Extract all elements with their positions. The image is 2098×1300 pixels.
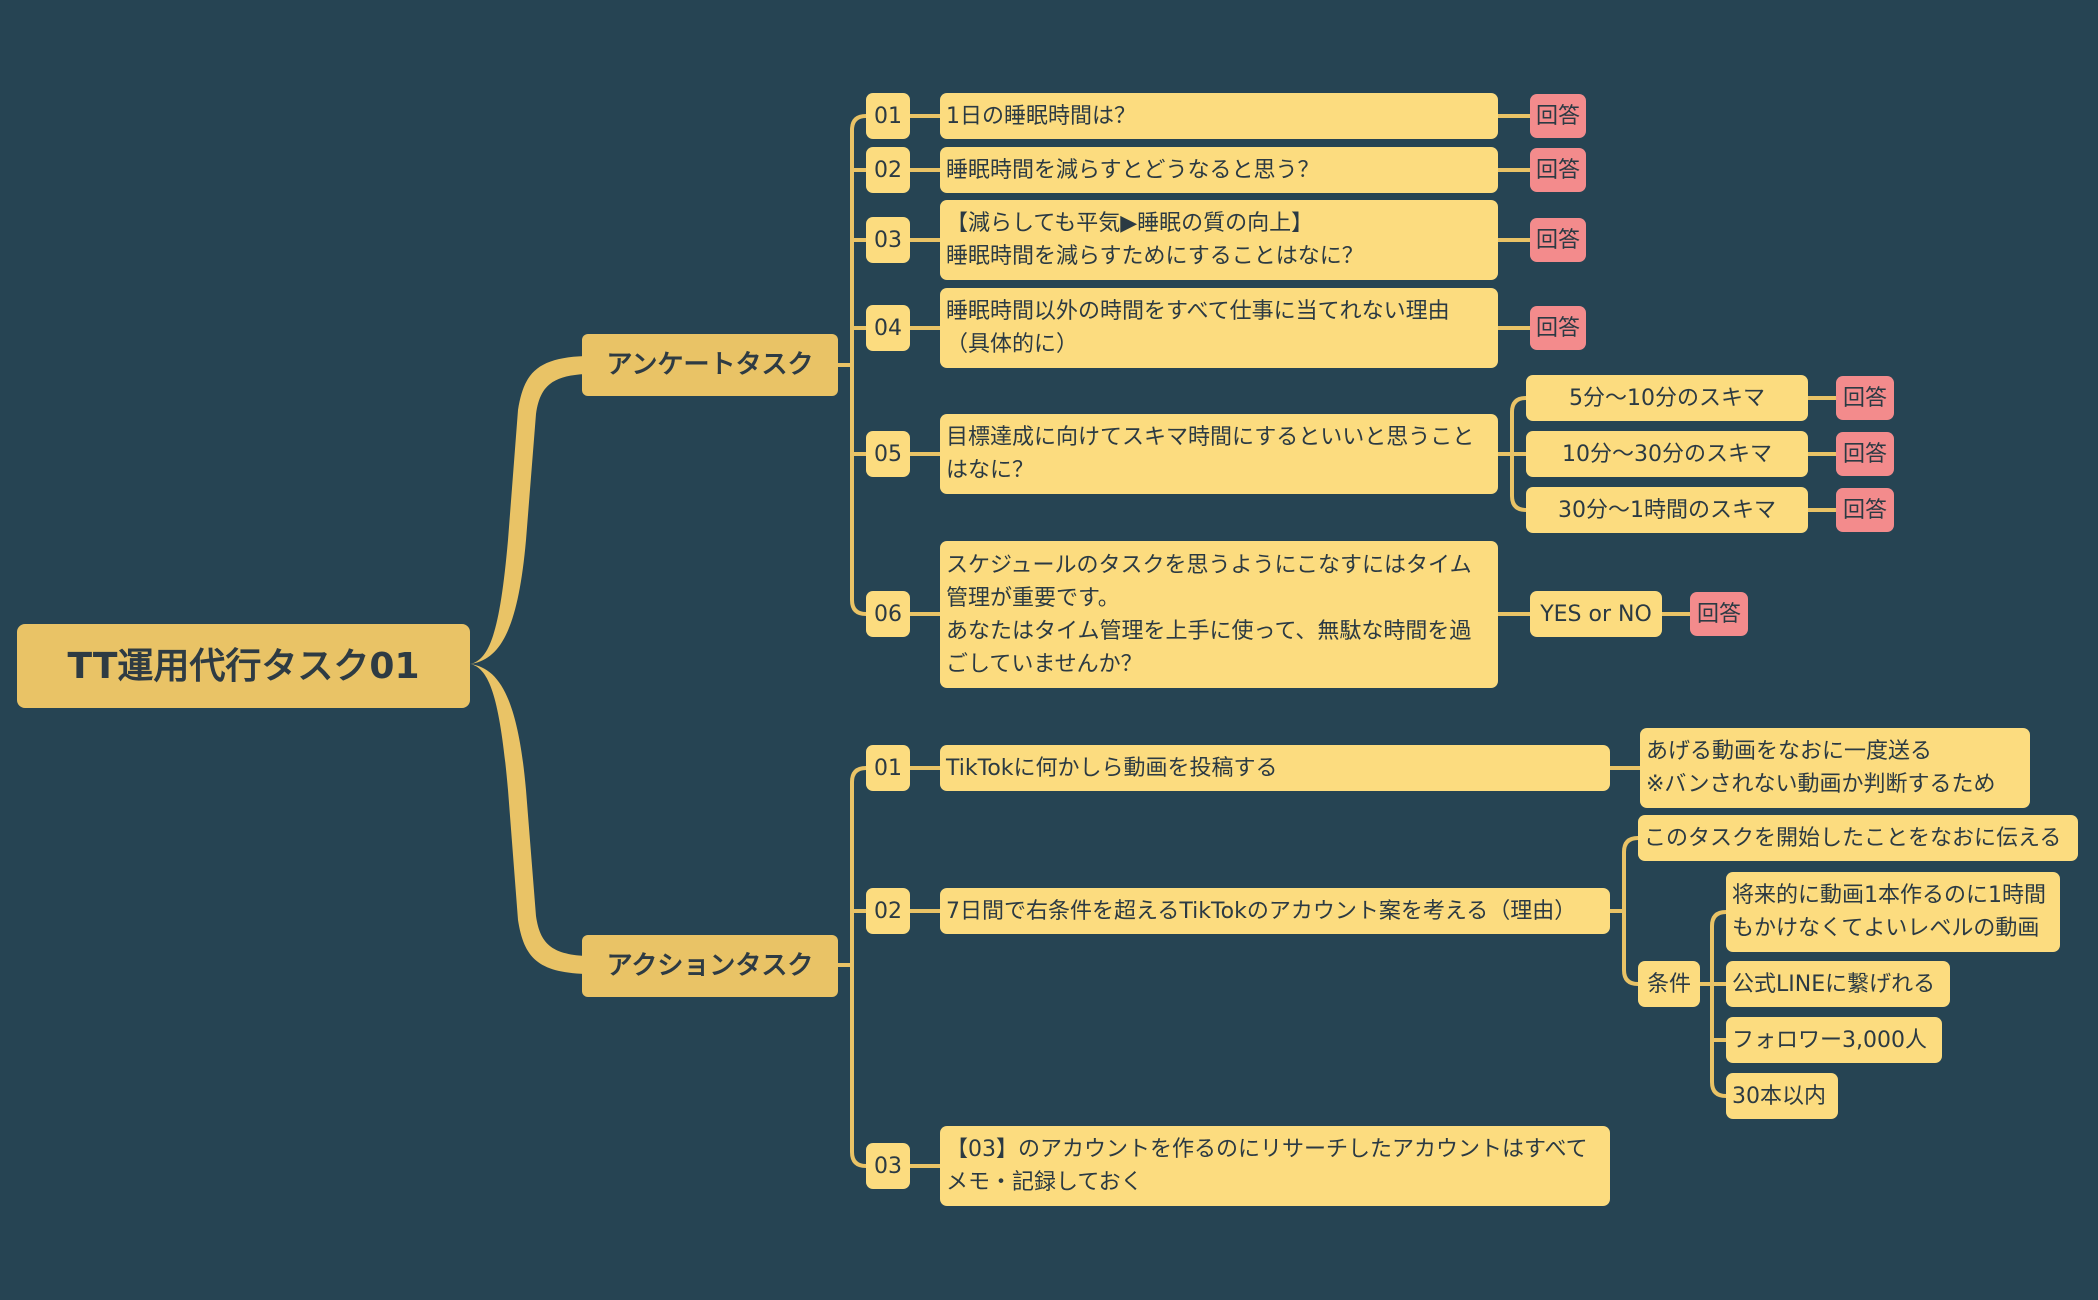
answer-label: 回答 — [1842, 441, 1887, 467]
action-01-note[interactable]: あげる動画をなおに一度送る ※バンされない動画か判断するため — [1640, 728, 2030, 808]
action-01-task[interactable]: TikTokに何かしら動画を投稿する — [940, 745, 1610, 791]
question-text-line: 睡眠時間を減らすためにすることはなに？ — [946, 244, 1364, 269]
root-topic[interactable]: TT運用代行タスク01 — [17, 624, 470, 708]
question-text-line: 目標達成に向けてスキマ時間にするといいと思うこと — [946, 425, 1475, 450]
survey-01-question[interactable]: 1日の睡眠時間は？ — [940, 93, 1498, 139]
task-text: TikTokに何かしら動画を投稿する — [946, 755, 1278, 781]
survey-05-sub-2-answer[interactable]: 回答 — [1836, 432, 1894, 476]
condition-video-time[interactable]: 将来的に動画1本作るのに1時間 もかけなくてよいレベルの動画 — [1726, 872, 2060, 952]
sub-label: 5分〜10分のスキマ — [1569, 385, 1765, 411]
survey-01-answer[interactable]: 回答 — [1530, 94, 1586, 138]
survey-03-question[interactable]: 【減らしても平気▶睡眠の質の向上】 睡眠時間を減らすためにすることはなに？ — [940, 200, 1498, 280]
survey-01-number[interactable]: 01 — [866, 93, 910, 139]
condition-text: 公式LINEに繋げれる — [1732, 971, 1936, 997]
number-label: 03 — [874, 227, 902, 253]
sub-label: 30分〜1時間のスキマ — [1558, 497, 1776, 523]
survey-06-number[interactable]: 06 — [866, 591, 910, 637]
survey-03-answer[interactable]: 回答 — [1530, 218, 1586, 262]
survey-02-answer[interactable]: 回答 — [1530, 148, 1586, 192]
question-text-line: 睡眠時間以外の時間をすべて仕事に当てれない理由 — [946, 299, 1450, 324]
number-label: 01 — [874, 103, 902, 129]
question-text-line: 【減らしても平気▶睡眠の質の向上】 — [946, 211, 1314, 236]
answer-label: 回答 — [1535, 103, 1580, 129]
survey-05-sub-gap-30-60[interactable]: 30分〜1時間のスキマ — [1526, 487, 1808, 533]
question-text-line: スケジュールのタスクを思うようにこなすにはタイム — [946, 552, 1472, 578]
branch-survey-tasks[interactable]: アンケートタスク — [582, 334, 838, 396]
task-text-line: 【03】のアカウントを作るのにリサーチしたアカウントはすべて — [946, 1137, 1588, 1162]
note-line: ※バンされない動画か判断するため — [1646, 772, 1996, 797]
task-text-line: メモ・記録しておく — [946, 1170, 1143, 1195]
survey-05-sub-gap-10-30[interactable]: 10分〜30分のスキマ — [1526, 431, 1808, 477]
condition-text: フォロワー3,000人 — [1732, 1027, 1927, 1053]
sub-label: YES or NO — [1540, 601, 1652, 627]
survey-02-number[interactable]: 02 — [866, 147, 910, 193]
condition-line: もかけなくてよいレベルの動画 — [1732, 916, 2040, 941]
action-03-task[interactable]: 【03】のアカウントを作るのにリサーチしたアカウントはすべて メモ・記録しておく — [940, 1126, 1610, 1206]
answer-label: 回答 — [1535, 227, 1580, 253]
action-02-note[interactable]: このタスクを開始したことをなおに伝える — [1638, 815, 2078, 861]
condition-followers[interactable]: フォロワー3,000人 — [1726, 1017, 1942, 1063]
condition-post-count[interactable]: 30本以内 — [1726, 1073, 1838, 1119]
survey-02-question[interactable]: 睡眠時間を減らすとどうなると思う？ — [940, 147, 1498, 193]
number-label: 01 — [874, 755, 902, 781]
sub-label: 10分〜30分のスキマ — [1562, 441, 1772, 467]
survey-06-question[interactable]: スケジュールのタスクを思うようにこなすにはタイム 管理が重要です。 あなたはタイ… — [940, 541, 1498, 688]
condition-text: 30本以内 — [1732, 1083, 1826, 1109]
number-label: 02 — [874, 157, 902, 183]
answer-label: 回答 — [1842, 385, 1887, 411]
answer-label: 回答 — [1535, 315, 1580, 341]
survey-06-answer[interactable]: 回答 — [1690, 592, 1748, 636]
number-label: 05 — [874, 441, 902, 467]
question-text: 睡眠時間を減らすとどうなると思う？ — [946, 157, 1320, 183]
number-label: 02 — [874, 898, 902, 924]
number-label: 03 — [874, 1153, 902, 1179]
survey-05-question[interactable]: 目標達成に向けてスキマ時間にするといいと思うこと はなに？ — [940, 414, 1498, 494]
answer-label: 回答 — [1842, 497, 1887, 523]
survey-04-question[interactable]: 睡眠時間以外の時間をすべて仕事に当てれない理由 （具体的に） — [940, 288, 1498, 368]
survey-05-number[interactable]: 05 — [866, 431, 910, 477]
condition-line-link[interactable]: 公式LINEに繋げれる — [1726, 961, 1950, 1007]
question-text-line: あなたはタイム管理を上手に使って、無駄な時間を過 — [946, 618, 1472, 644]
question-text: 1日の睡眠時間は？ — [946, 103, 1136, 129]
survey-05-sub-1-answer[interactable]: 回答 — [1836, 376, 1894, 420]
question-text-line: はなに？ — [946, 458, 1035, 483]
number-label: 04 — [874, 315, 902, 341]
question-text-line: 管理が重要です。 — [946, 585, 1120, 611]
survey-03-number[interactable]: 03 — [866, 217, 910, 263]
action-02-task[interactable]: 7日間で右条件を超えるTikTokのアカウント案を考える（理由） — [940, 888, 1610, 934]
question-text-line: ごしていませんか？ — [946, 651, 1143, 677]
root-topic-label: TT運用代行タスク01 — [67, 645, 420, 687]
answer-label: 回答 — [1696, 601, 1741, 627]
action-03-number[interactable]: 03 — [866, 1143, 910, 1189]
survey-05-sub-gap-5-10[interactable]: 5分〜10分のスキマ — [1526, 375, 1808, 421]
question-text-line: （具体的に） — [946, 332, 1079, 357]
action-02-number[interactable]: 02 — [866, 888, 910, 934]
action-01-number[interactable]: 01 — [866, 745, 910, 791]
note-text: このタスクを開始したことをなおに伝える — [1644, 825, 2062, 851]
conditions-label: 条件 — [1646, 971, 1691, 997]
branch-action-label: アクションタスク — [606, 950, 814, 981]
survey-04-number[interactable]: 04 — [866, 305, 910, 351]
note-line: あげる動画をなおに一度送る — [1646, 739, 1933, 764]
survey-04-answer[interactable]: 回答 — [1530, 306, 1586, 350]
condition-line: 将来的に動画1本作るのに1時間 — [1732, 883, 2046, 908]
action-02-conditions-label[interactable]: 条件 — [1638, 961, 1700, 1007]
branch-action-tasks[interactable]: アクションタスク — [582, 935, 838, 997]
survey-06-yes-no[interactable]: YES or NO — [1530, 591, 1662, 637]
branch-survey-label: アンケートタスク — [606, 349, 814, 380]
answer-label: 回答 — [1535, 157, 1580, 183]
number-label: 06 — [874, 601, 902, 627]
task-text: 7日間で右条件を超えるTikTokのアカウント案を考える（理由） — [946, 898, 1577, 924]
survey-05-sub-3-answer[interactable]: 回答 — [1836, 488, 1894, 532]
